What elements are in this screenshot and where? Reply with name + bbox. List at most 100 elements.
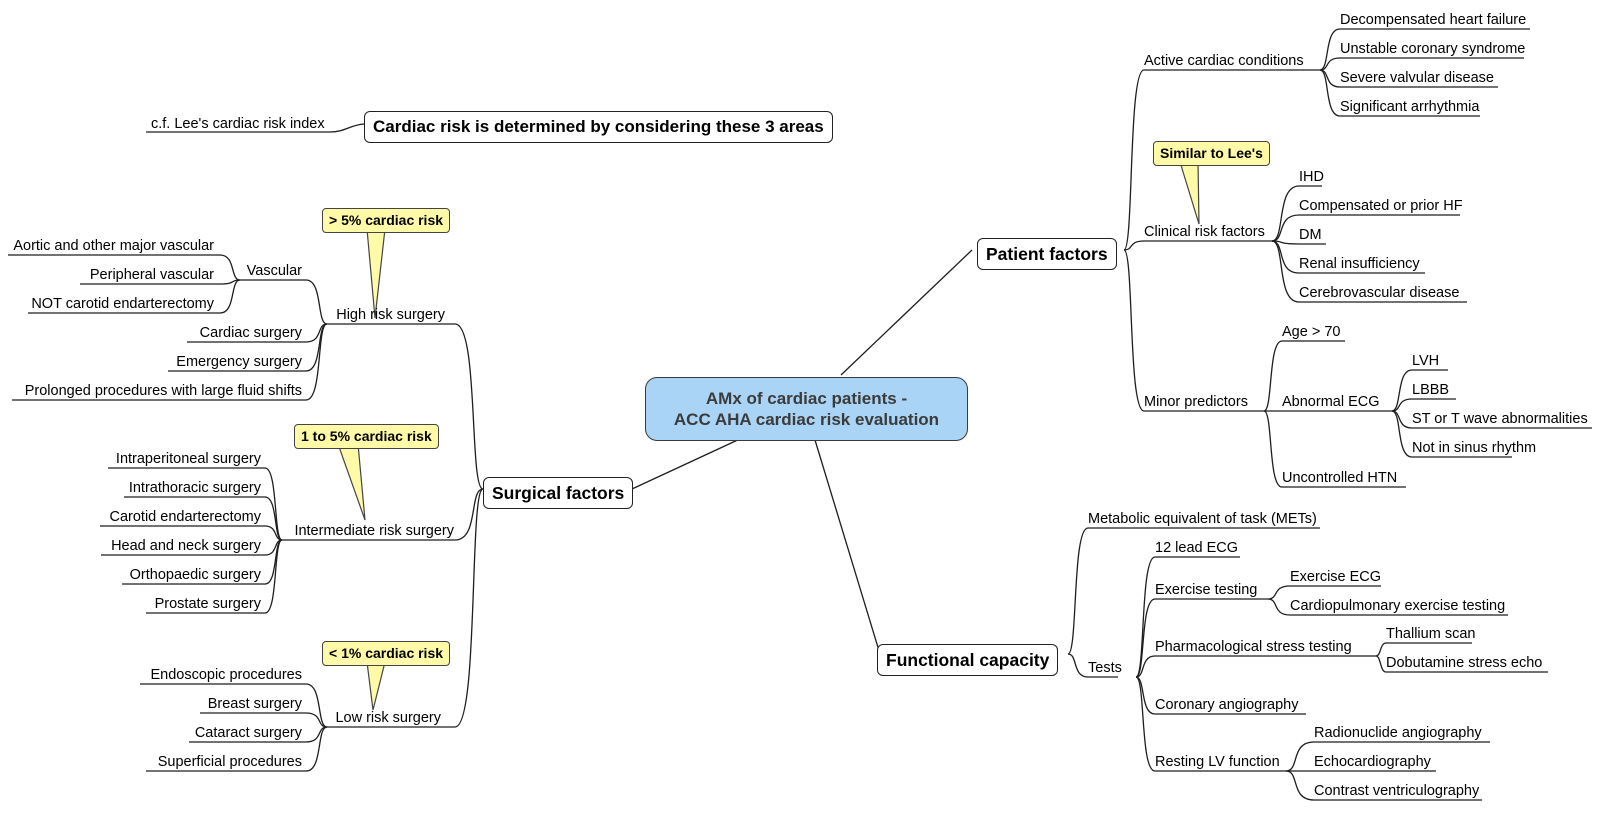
list-item[interactable]: Compensated or prior HF bbox=[1299, 198, 1463, 214]
list-item[interactable]: NOT carotid endarterectomy bbox=[31, 296, 214, 312]
list-item[interactable]: Aortic and other major vascular bbox=[13, 238, 214, 254]
connector-curve bbox=[305, 279, 328, 325]
list-item[interactable]: Cardiopulmonary exercise testing bbox=[1290, 598, 1506, 614]
list-item[interactable]: Contrast ventriculography bbox=[1314, 783, 1480, 799]
connector-curve bbox=[1319, 69, 1341, 117]
callout-pointer-low bbox=[366, 661, 386, 711]
list-item[interactable]: Cataract surgery bbox=[194, 725, 302, 741]
connector-curve bbox=[1263, 340, 1283, 412]
list-item[interactable]: Exercise ECG bbox=[1290, 569, 1382, 585]
list-item[interactable]: 12 lead ECG bbox=[1155, 540, 1239, 556]
list-item[interactable]: LBBB bbox=[1412, 382, 1450, 398]
pharmacological-stress-testing[interactable]: Pharmacological stress testing bbox=[1155, 639, 1352, 655]
list-item[interactable]: Renal insufficiency bbox=[1299, 256, 1420, 272]
list-item[interactable]: Echocardiography bbox=[1314, 754, 1431, 770]
list-item[interactable]: Head and neck surgery bbox=[111, 538, 261, 554]
connector-curve bbox=[1271, 185, 1300, 242]
list-item[interactable]: Orthopaedic surgery bbox=[129, 567, 261, 583]
list-item[interactable]: Cardiac surgery bbox=[199, 325, 302, 341]
callout-intermediate-risk: 1 to 5% cardiac risk bbox=[294, 424, 439, 449]
list-item[interactable]: Cerebrovascular disease bbox=[1299, 285, 1460, 301]
connector-curve bbox=[1375, 655, 1387, 673]
active-cardiac-conditions[interactable]: Active cardiac conditions bbox=[1144, 53, 1304, 69]
connector-curve bbox=[1267, 585, 1291, 600]
low-risk-surgery[interactable]: Low risk surgery bbox=[335, 710, 441, 726]
list-item[interactable]: Radionuclide angiography bbox=[1314, 725, 1482, 741]
connector-curve bbox=[305, 323, 328, 372]
connector-curve bbox=[1271, 214, 1300, 242]
patient-factors-node[interactable]: Patient factors bbox=[977, 238, 1117, 270]
list-item[interactable]: Unstable coronary syndrome bbox=[1340, 41, 1526, 57]
connector-curve bbox=[1123, 69, 1145, 251]
list-item[interactable]: Not in sinus rhythm bbox=[1412, 440, 1537, 456]
note-box[interactable]: Cardiac risk is determined by considerin… bbox=[364, 111, 833, 143]
abnormal-ecg[interactable]: Abnormal ECG bbox=[1282, 394, 1380, 410]
list-item[interactable]: Superficial procedures bbox=[157, 754, 302, 770]
connector-curve bbox=[1135, 676, 1156, 772]
surgical-factors-node[interactable]: Surgical factors bbox=[483, 477, 634, 509]
list-item[interactable]: Decompensated heart failure bbox=[1340, 12, 1527, 28]
root-title-line1: AMx of cardiac patients - bbox=[705, 389, 908, 408]
list-item[interactable]: ST or T wave abnormalities bbox=[1412, 411, 1588, 427]
connector-curve bbox=[219, 254, 241, 281]
list-item[interactable]: Prostate surgery bbox=[154, 596, 261, 612]
high-risk-surgery[interactable]: High risk surgery bbox=[336, 307, 445, 323]
root-node[interactable]: AMx of cardiac patients - ACC AHA cardia… bbox=[645, 377, 968, 441]
connector-curve bbox=[1375, 642, 1387, 657]
root-title-line2: ACC AHA cardiac risk evaluation bbox=[673, 410, 940, 429]
list-item[interactable]: LVH bbox=[1412, 353, 1440, 369]
list-item[interactable]: Thallium scan bbox=[1386, 626, 1476, 642]
intermediate-risk-surgery[interactable]: Intermediate risk surgery bbox=[294, 523, 454, 539]
vascular-node[interactable]: Vascular bbox=[246, 263, 302, 279]
connector-curve bbox=[305, 726, 328, 772]
connector-line bbox=[840, 249, 973, 376]
connector-line bbox=[814, 439, 881, 655]
connector-curve bbox=[1135, 655, 1156, 678]
list-item[interactable]: Emergency surgery bbox=[176, 354, 302, 370]
list-item[interactable]: DM bbox=[1299, 227, 1322, 243]
connector-curve bbox=[454, 488, 484, 541]
callout-similar-lees: Similar to Lee's bbox=[1153, 141, 1270, 166]
connector-curve bbox=[1067, 653, 1089, 678]
list-item[interactable]: Coronary angiography bbox=[1155, 697, 1299, 713]
list-item[interactable]: Endoscopic procedures bbox=[150, 667, 302, 683]
connector-curve bbox=[305, 683, 328, 728]
resting-lv-function[interactable]: Resting LV function bbox=[1155, 754, 1280, 770]
list-item[interactable]: Dobutamine stress echo bbox=[1386, 655, 1543, 671]
connector-curve bbox=[1285, 770, 1315, 801]
callout-low-risk: < 1% cardiac risk bbox=[322, 641, 451, 666]
list-item[interactable]: IHD bbox=[1299, 169, 1324, 185]
list-item[interactable]: Intrathoracic surgery bbox=[128, 480, 261, 496]
list-item[interactable]: Severe valvular disease bbox=[1340, 70, 1494, 86]
connector-curve bbox=[1123, 240, 1145, 251]
callout-pointer-intermediate bbox=[337, 443, 366, 521]
connector-curve bbox=[454, 488, 484, 728]
connector-curve bbox=[1135, 556, 1156, 678]
list-item[interactable]: Breast surgery bbox=[207, 696, 302, 712]
connector-curve bbox=[264, 539, 283, 585]
functional-capacity-node[interactable]: Functional capacity bbox=[877, 644, 1059, 676]
tests-node[interactable]: Tests bbox=[1088, 660, 1122, 676]
list-item[interactable]: Uncontrolled HTN bbox=[1282, 470, 1398, 486]
callout-pointer-high bbox=[366, 228, 386, 319]
connector-curve bbox=[454, 323, 484, 490]
note-reference[interactable]: c.f. Lee's cardiac risk index bbox=[151, 116, 325, 132]
clinical-risk-factors[interactable]: Clinical risk factors bbox=[1144, 224, 1265, 240]
minor-predictors[interactable]: Minor predictors bbox=[1144, 394, 1248, 410]
connector-curve bbox=[1391, 410, 1413, 458]
list-item[interactable]: Peripheral vascular bbox=[89, 267, 214, 283]
connector-curve bbox=[264, 539, 283, 614]
list-item[interactable]: Age > 70 bbox=[1282, 324, 1341, 340]
connector-curve bbox=[1271, 240, 1300, 274]
connector-line bbox=[631, 437, 743, 490]
list-item[interactable]: Intraperitoneal surgery bbox=[115, 451, 261, 467]
connector-curve bbox=[1391, 369, 1413, 412]
exercise-testing[interactable]: Exercise testing bbox=[1155, 582, 1258, 598]
connector-curve bbox=[1271, 240, 1300, 303]
list-item[interactable]: Significant arrhythmia bbox=[1340, 99, 1480, 115]
list-item[interactable]: Prolonged procedures with large fluid sh… bbox=[24, 383, 302, 399]
connector-curve bbox=[305, 323, 328, 401]
connector-curve bbox=[1067, 527, 1089, 655]
list-item[interactable]: Carotid endarterectomy bbox=[109, 509, 261, 525]
mets-node[interactable]: Metabolic equivalent of task (METs) bbox=[1088, 511, 1317, 527]
